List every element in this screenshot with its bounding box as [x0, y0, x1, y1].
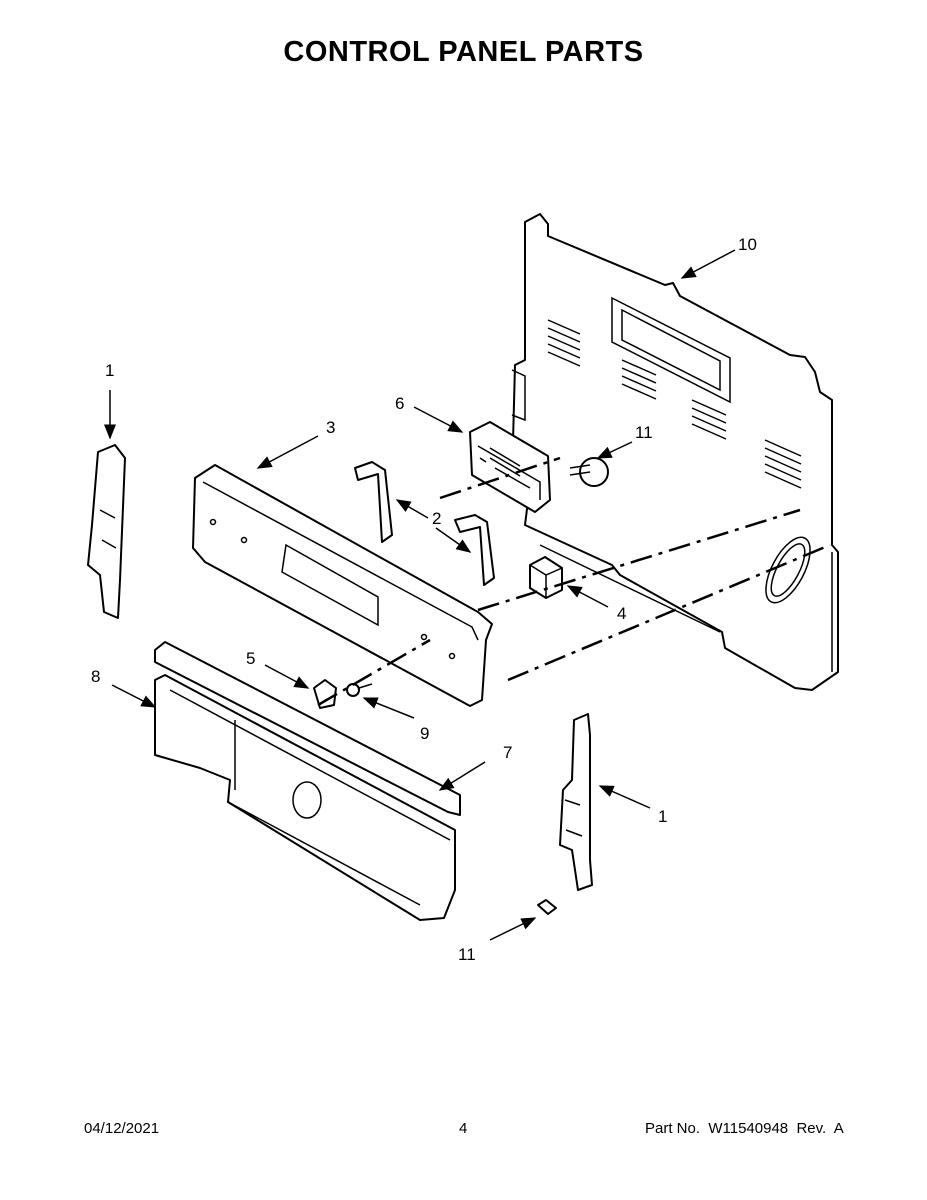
callout-1-left: 1 [105, 361, 114, 380]
callout-1-right: 1 [658, 807, 667, 826]
callout-8: 8 [91, 667, 100, 686]
callout-3: 3 [326, 418, 335, 437]
callout-10: 10 [738, 235, 757, 254]
callout-11-lower: 11 [458, 945, 476, 964]
part-1-right-side-trim [559, 713, 593, 891]
part-9-screw [346, 683, 373, 697]
part-2-brackets [354, 461, 495, 586]
part-7-8-lower-panel [154, 641, 461, 921]
part-4-module [529, 556, 563, 599]
footer-date: 04/12/2021 [84, 1120, 160, 1137]
callout-4: 4 [617, 604, 626, 623]
page-title: CONTROL PANEL PARTS [283, 36, 644, 68]
part-3-console [192, 464, 493, 707]
callout-11-upper: 11 [635, 423, 653, 442]
alignment-lines [317, 456, 831, 707]
part-5-knob [313, 679, 337, 709]
callout-9: 9 [420, 724, 429, 743]
footer-part-number: Part No. W11540948 Rev. A [645, 1120, 844, 1137]
vent-slots [547, 319, 802, 489]
callout-2: 2 [432, 509, 441, 528]
callout-6: 6 [395, 394, 404, 413]
footer-page-number: 4 [459, 1120, 468, 1137]
leader-arrows [104, 249, 736, 941]
callout-7: 7 [503, 743, 512, 762]
part-6-control-board [469, 421, 551, 513]
part-1-left-side-trim [87, 444, 126, 619]
part-11-screw-upper [569, 457, 609, 487]
part-10-rear-panel-bracket [511, 213, 839, 691]
part-11-screw-lower [537, 899, 557, 915]
callout-5: 5 [246, 649, 255, 668]
